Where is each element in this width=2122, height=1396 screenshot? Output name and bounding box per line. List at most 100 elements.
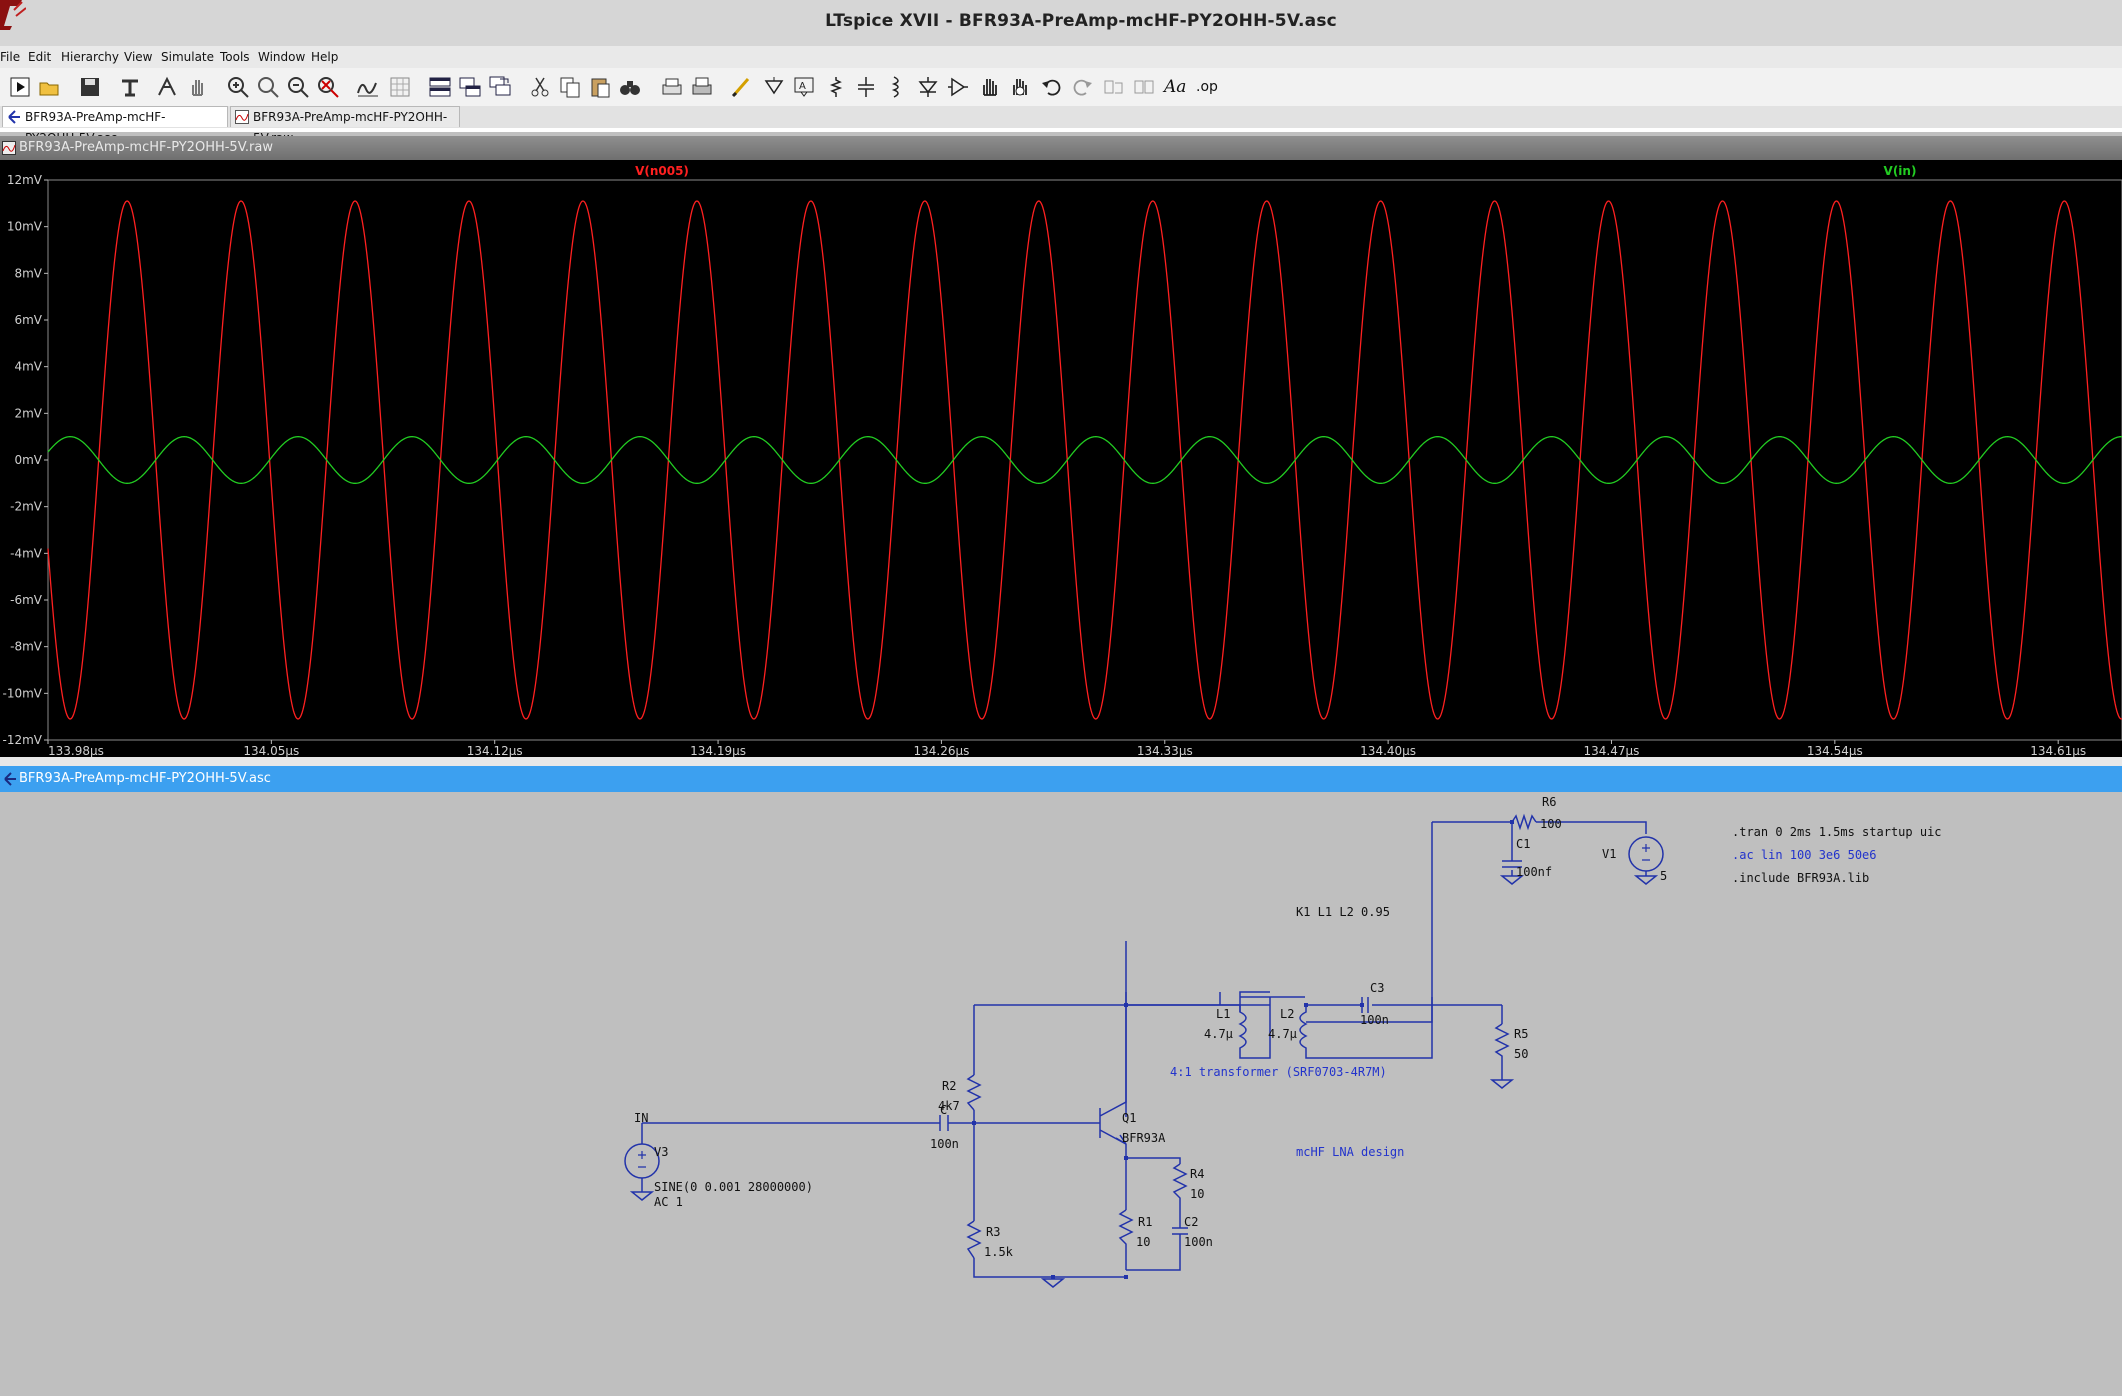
schematic-icon bbox=[4, 772, 16, 786]
tab-waveform[interactable]: BFR93A-PreAmp-mcHF-PY2OHH-5V.raw bbox=[230, 106, 460, 145]
schematic-drawing[interactable]: R6 100 C1 100nf V1 5 K1 L1 L2 0.95 C3 10… bbox=[0, 792, 2122, 1392]
trace-v-in bbox=[47, 436, 2122, 484]
ground-icon[interactable] bbox=[762, 75, 786, 99]
wire-icon[interactable] bbox=[730, 75, 754, 99]
menu-view[interactable]: View bbox=[124, 50, 153, 64]
inductor-l2 bbox=[1299, 997, 1433, 1059]
text-icon[interactable]: Aa bbox=[1164, 77, 1187, 97]
value-c2: 100n bbox=[1184, 1235, 1213, 1249]
menu-help[interactable]: Help bbox=[311, 50, 339, 64]
x-tick-label: 134.40µs bbox=[1360, 744, 1416, 757]
plot-frame bbox=[47, 179, 2122, 741]
y-tick-label: -2mV bbox=[10, 500, 43, 514]
value-r6: 100 bbox=[1540, 817, 1562, 831]
copy-icon[interactable] bbox=[558, 75, 582, 99]
label-v3: V3 bbox=[654, 1145, 668, 1159]
move-icon[interactable] bbox=[978, 75, 1002, 99]
k1-directive[interactable]: K1 L1 L2 0.95 bbox=[1296, 905, 1390, 919]
y-tick-label: 10mV bbox=[7, 220, 43, 234]
label-r5: R5 bbox=[1514, 1027, 1528, 1041]
wire bbox=[974, 941, 1270, 1006]
mirror-icon[interactable] bbox=[1132, 75, 1156, 99]
label-net-icon[interactable]: A bbox=[792, 75, 816, 99]
control-panel-icon[interactable] bbox=[118, 75, 142, 99]
resistor-icon[interactable] bbox=[824, 75, 848, 99]
redo-icon[interactable] bbox=[1070, 75, 1094, 99]
x-tick-label: 134.61µs bbox=[2030, 744, 2086, 757]
label-r4: R4 bbox=[1190, 1167, 1204, 1181]
menu-file[interactable]: File bbox=[0, 50, 21, 64]
tile-horizontal-icon[interactable] bbox=[428, 75, 452, 99]
net-label-in: IN bbox=[634, 1111, 648, 1125]
trace-label[interactable]: V(n005) bbox=[635, 164, 689, 178]
value-r4: 10 bbox=[1190, 1187, 1204, 1201]
component-icon[interactable] bbox=[946, 75, 970, 99]
ac-directive[interactable]: .ac lin 100 3e6 50e6 bbox=[1732, 848, 1877, 862]
menu-window[interactable]: Window bbox=[258, 50, 306, 64]
tran-directive[interactable]: .tran 0 2ms 1.5ms startup uic bbox=[1732, 825, 1942, 839]
value-l2: 4.7µ bbox=[1268, 1027, 1297, 1041]
ground-symbol bbox=[1633, 875, 1659, 885]
svg-text:A: A bbox=[799, 81, 806, 92]
undo-icon[interactable] bbox=[1040, 75, 1064, 99]
open-icon[interactable] bbox=[38, 75, 62, 99]
label-r3: R3 bbox=[986, 1225, 1000, 1239]
include-directive[interactable]: .include BFR93A.lib bbox=[1732, 871, 1869, 885]
cut-icon[interactable] bbox=[528, 75, 552, 99]
zoom-in-icon[interactable] bbox=[226, 75, 250, 99]
zoom-area-icon[interactable] bbox=[256, 75, 280, 99]
pane-splitter[interactable] bbox=[0, 757, 2122, 766]
y-tick-label: -6mV bbox=[10, 593, 43, 607]
window-title: LTspice XVII - BFR93A-PreAmp-mcHF-PY2OHH… bbox=[825, 11, 1337, 31]
y-tick-label: 2mV bbox=[14, 406, 42, 420]
resistor-r6 bbox=[1511, 813, 1537, 831]
toolbar: A Aa .op bbox=[0, 68, 2122, 107]
menu-hierarchy[interactable]: Hierarchy bbox=[61, 50, 120, 64]
spice-directive-icon[interactable]: .op bbox=[1196, 79, 1218, 95]
waveform-window-title[interactable]: BFR93A-PreAmp-mcHF-PY2OHH-5V.raw bbox=[0, 136, 2122, 160]
print-preview-icon[interactable] bbox=[660, 75, 684, 99]
grid-icon[interactable] bbox=[388, 75, 412, 99]
wire bbox=[1219, 992, 1305, 1005]
save-icon[interactable] bbox=[78, 75, 102, 99]
trace-label[interactable]: V(in) bbox=[1884, 164, 1917, 178]
x-tick-label: 134.47µs bbox=[1584, 744, 1640, 757]
label-c1: C1 bbox=[1516, 837, 1530, 851]
document-tabs: BFR93A-PreAmp-mcHF-PY2OHH-5V.asc BFR93A-… bbox=[0, 106, 2122, 145]
schematic-icon bbox=[8, 110, 20, 124]
run-icon[interactable] bbox=[8, 75, 32, 99]
resistor-r4 bbox=[1172, 1163, 1188, 1228]
menu-simulate[interactable]: Simulate bbox=[161, 50, 215, 64]
design-comment[interactable]: mcHF LNA design bbox=[1296, 1145, 1404, 1159]
schematic-canvas[interactable]: R6 100 C1 100nf V1 5 K1 L1 L2 0.95 C3 10… bbox=[0, 792, 2122, 1392]
menu-tools[interactable]: Tools bbox=[220, 50, 250, 64]
plot-canvas[interactable]: 12mV10mV8mV6mV4mV2mV0mV-2mV-4mV-6mV-8mV-… bbox=[0, 160, 2122, 758]
schematic-window-title[interactable]: BFR93A-PreAmp-mcHF-PY2OHH-5V.asc bbox=[0, 766, 2122, 792]
pan-hand-icon[interactable] bbox=[186, 75, 210, 99]
zoom-fit-icon[interactable] bbox=[316, 75, 340, 99]
cascade-icon[interactable] bbox=[488, 75, 512, 99]
rotate-icon[interactable] bbox=[1102, 75, 1126, 99]
schematic-title: BFR93A-PreAmp-mcHF-PY2OHH-5V.asc bbox=[19, 771, 271, 786]
diode-icon[interactable] bbox=[916, 75, 940, 99]
find-icon[interactable] bbox=[618, 75, 642, 99]
autorange-icon[interactable] bbox=[356, 75, 380, 99]
menu-edit[interactable]: Edit bbox=[28, 50, 52, 64]
tile-vertical-icon[interactable] bbox=[458, 75, 482, 99]
print-icon[interactable] bbox=[690, 75, 714, 99]
value-r1: 10 bbox=[1136, 1235, 1150, 1249]
label-r6: R6 bbox=[1542, 795, 1556, 809]
tab-schematic[interactable]: BFR93A-PreAmp-mcHF-PY2OHH-5V.asc bbox=[2, 106, 228, 145]
x-tick-label: 134.33µs bbox=[1137, 744, 1193, 757]
capacitor-icon[interactable] bbox=[854, 75, 878, 99]
drag-icon[interactable] bbox=[1008, 75, 1032, 99]
transformer-comment[interactable]: 4:1 transformer (SRF0703-4R7M) bbox=[1170, 1065, 1387, 1079]
value-v1: 5 bbox=[1660, 869, 1667, 883]
label-r2: R2 bbox=[942, 1079, 956, 1093]
halt-icon[interactable] bbox=[155, 75, 179, 99]
inductor-icon[interactable] bbox=[884, 75, 908, 99]
paste-icon[interactable] bbox=[588, 75, 612, 99]
value-r2: 4k7 bbox=[938, 1099, 960, 1113]
zoom-out-icon[interactable] bbox=[286, 75, 310, 99]
